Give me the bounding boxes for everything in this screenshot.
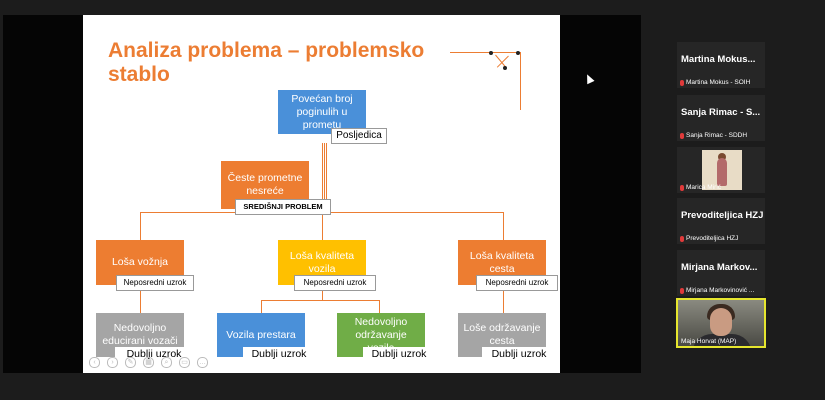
- connector-mid-horizontal: [261, 300, 379, 301]
- connector-mid-drop-right: [379, 300, 380, 313]
- vertical-deco-line: [520, 52, 521, 110]
- zoom-icon[interactable]: ⌕: [161, 357, 172, 368]
- subtitles-icon[interactable]: ▭: [179, 357, 190, 368]
- connector-drop-right: [503, 212, 504, 240]
- connector-drop-mid: [322, 205, 323, 240]
- effect-text: Povećan broj poginulih u prometu: [291, 92, 353, 131]
- participant-label-text: Prevoditeljica HZJ: [686, 235, 739, 242]
- title-underline-deco: [450, 52, 520, 53]
- mic-muted-icon: [680, 132, 684, 139]
- connector-mid-drop-left: [261, 300, 262, 313]
- central-problem-tag: SREDIŠNJI PROBLEM: [235, 199, 331, 215]
- participant-tile-4[interactable]: Prevoditeljica HZJ Prevoditeljica HZJ: [677, 198, 765, 244]
- direct-cause-text-3: Loša kvaliteta cesta: [469, 249, 535, 275]
- deep-cause-text-2: Vozila prestara: [226, 328, 296, 341]
- video-person-body: [692, 334, 752, 346]
- deep-cause-text-4: Loše održavanje cesta: [463, 322, 541, 347]
- direct-cause-tag-1: Neposredni uzrok: [116, 275, 194, 291]
- deep-cause-text-1: Nedovoljno educirani vozači: [102, 322, 178, 347]
- effect-tag: Posljedica: [331, 128, 387, 144]
- connector-effect-central: [322, 143, 328, 205]
- participant-label-text: Sanja Rimac - SDDH: [686, 132, 748, 139]
- more-options-icon[interactable]: …: [197, 357, 208, 368]
- mic-muted-icon: [680, 184, 684, 191]
- participant-tile-5[interactable]: Mirjana Markov... Mirjana Markovinović .…: [677, 250, 765, 296]
- connector-right-deep: [503, 285, 504, 313]
- prev-slide-icon[interactable]: ‹: [89, 357, 100, 368]
- photo-head: [718, 153, 726, 161]
- video-person-face: [710, 308, 732, 336]
- active-speaker-video[interactable]: Maja Horvat (MAP): [676, 298, 766, 348]
- slide-title-line2: stablo: [108, 63, 170, 86]
- mic-muted-icon: [680, 235, 684, 242]
- connector-mid-down: [322, 291, 323, 301]
- participant-label-text: Martina Mokus - SOIH: [686, 79, 751, 86]
- slides-grid-icon[interactable]: ▦: [143, 357, 154, 368]
- participant-label: Prevoditeljica HZJ: [680, 235, 738, 242]
- central-problem-text: Česte prometne nesreće: [227, 172, 303, 197]
- direct-cause-tag-3: Neposredni uzrok: [476, 275, 558, 291]
- deco-dot-2: [503, 66, 507, 70]
- active-speaker-label: Maja Horvat (MAP): [681, 338, 737, 345]
- participant-tile-3[interactable]: Marica Mirić: [677, 147, 765, 193]
- connector-left-deep: [140, 285, 141, 313]
- deep-cause-tag-4: Dublji uzrok: [482, 347, 556, 361]
- next-slide-icon[interactable]: ›: [107, 357, 118, 368]
- participant-label: Sanja Rimac - SDDH: [680, 132, 747, 139]
- participant-photo: [702, 150, 742, 190]
- participant-name: Sanja Rimac - S...: [681, 107, 761, 118]
- participant-label-text: Marica Mirić: [686, 184, 722, 191]
- participant-tile-2[interactable]: Sanja Rimac - S... Sanja Rimac - SDDH: [677, 95, 765, 141]
- photo-figure: [717, 158, 727, 186]
- presentation-slide: Analiza problema – problemsko stablo: [83, 15, 560, 373]
- deco-dot-3: [516, 51, 520, 55]
- participant-label: Martina Mokus - SOIH: [680, 79, 750, 86]
- participant-name: Prevoditeljica HZJ: [681, 210, 764, 221]
- deep-cause-tag-3: Dublji uzrok: [363, 347, 435, 361]
- connector-drop-left: [140, 212, 141, 240]
- effect-box: Povećan broj poginulih u prometu: [278, 90, 366, 134]
- direct-cause-text-1: Loša vožnja: [111, 256, 169, 268]
- slideshow-toolbar: ‹ › ✎ ▦ ⌕ ▭ …: [89, 357, 208, 368]
- slide-title-line1: Analiza problema – problemsko: [108, 39, 425, 62]
- deep-cause-box-1: Nedovoljno educirani vozači: [96, 313, 184, 357]
- participant-name: Mirjana Markov...: [681, 262, 758, 273]
- screen-share-area: Analiza problema – problemsko stablo: [3, 15, 641, 373]
- participant-label-text: Mirjana Markovinović ...: [686, 287, 755, 294]
- mic-muted-icon: [680, 287, 684, 294]
- direct-cause-text-2: Loša kvaliteta vozila: [289, 249, 355, 275]
- participant-tile-1[interactable]: Martina Mokus... Martina Mokus - SOIH: [677, 42, 765, 88]
- slide-title: Analiza problema – problemsko stablo: [108, 39, 448, 87]
- deco-dot-1: [489, 51, 493, 55]
- pen-icon[interactable]: ✎: [125, 357, 136, 368]
- mic-muted-icon: [680, 79, 684, 86]
- participant-name: Martina Mokus...: [681, 54, 756, 65]
- participant-label: Mirjana Markovinović ...: [680, 287, 754, 294]
- deep-cause-tag-2: Dublji uzrok: [243, 347, 315, 361]
- participant-label: Marica Mirić: [680, 184, 721, 191]
- direct-cause-tag-2: Neposredni uzrok: [294, 275, 376, 291]
